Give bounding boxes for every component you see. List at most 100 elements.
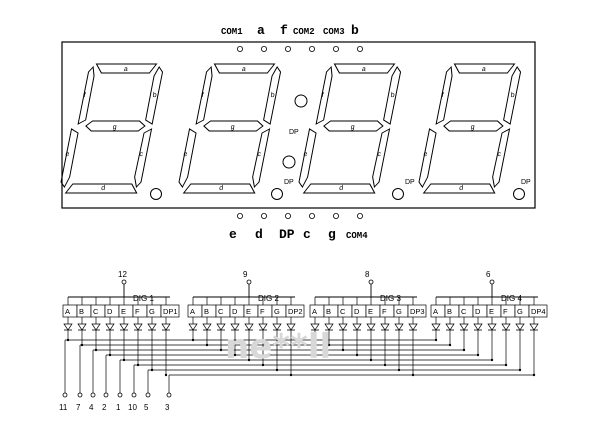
digit-3-column-label-5: F <box>382 307 387 316</box>
digit-2-diode-6 <box>272 323 282 331</box>
colon-upper-dot <box>294 94 308 108</box>
segment-d-outline <box>64 183 138 194</box>
bottom-pin-label-1: d <box>255 227 263 242</box>
segment-pin-number-0: 11 <box>59 403 68 412</box>
segment-label-d: d <box>219 185 224 192</box>
segment-c-outline <box>252 128 271 189</box>
digit-4-diode-5 <box>501 323 511 331</box>
digit-3-diode-0 <box>310 323 320 331</box>
digit-3-column-label-0: A <box>312 307 317 316</box>
segment-e-outline <box>298 128 317 188</box>
digit-2-column-label-5: F <box>260 307 265 316</box>
segment-label-f: f <box>83 92 86 99</box>
digit-1-common-pin: 12 <box>118 270 127 279</box>
bottom-pin-hole-2 <box>284 212 291 219</box>
watermark-text: ne**ll <box>225 327 331 367</box>
decimal-point-2 <box>271 188 283 200</box>
segment-b-outline <box>383 66 402 125</box>
segment-b-outline <box>145 66 164 125</box>
segment-label-c: c <box>497 151 502 158</box>
top-pin-hole-1 <box>260 46 267 53</box>
segment-label-e: e <box>303 151 308 158</box>
digit-2-diode-2 <box>216 323 226 331</box>
bottom-pin-label-2: DP <box>279 227 295 242</box>
segment-label-a: a <box>123 66 128 73</box>
top-pin-label-5: b <box>351 23 359 38</box>
junction-digit-1-seg-6 <box>150 368 154 372</box>
top-pin-hole-0 <box>236 46 243 53</box>
junction-digit-2-seg-1 <box>205 343 209 347</box>
digit-3-diode-7 <box>408 323 418 331</box>
segment-e-outline <box>178 128 197 188</box>
segment-label-e: e <box>423 151 428 158</box>
digit-4-diode-3 <box>473 323 483 331</box>
segment-pin-terminal-6 <box>145 392 151 398</box>
digit-2-common-pin: 9 <box>243 270 248 279</box>
segment-e-outline <box>60 128 79 188</box>
segment-label-f: f <box>201 92 204 99</box>
digit-2-column-label-6: G <box>274 307 280 316</box>
digit-2-column-label-2: C <box>218 307 224 316</box>
digit-1-column-label-4: E <box>121 307 126 316</box>
digit-2-diode-4 <box>244 323 254 331</box>
junction-digit-1-seg-4 <box>122 358 126 362</box>
digit-3-column-label-1: B <box>326 307 331 316</box>
digit-4-column-label-4: E <box>489 307 494 316</box>
digit-4-common-pin: 6 <box>486 270 491 279</box>
digit-4-column-label-3: D <box>475 307 481 316</box>
digit-2-name: DIG 2 <box>258 294 279 303</box>
digit-1-column-label-6: G <box>149 307 155 316</box>
top-pin-label-0: COM1 <box>221 27 243 37</box>
digit-1-diode-0 <box>63 323 73 331</box>
junction-digit-4-seg-1 <box>448 343 452 347</box>
bottom-pin-label-3: c <box>303 227 311 242</box>
digit-4-column-label-5: F <box>503 307 508 316</box>
bottom-pin-hole-3 <box>308 212 315 219</box>
segment-d-outline <box>422 183 496 194</box>
segment-d-outline <box>302 183 376 194</box>
junction-digit-3-seg-0 <box>313 338 317 342</box>
segment-f-outline <box>77 65 95 125</box>
top-pin-hole-2 <box>284 46 291 53</box>
digit-4-cell-7 <box>528 304 548 318</box>
dp-label-2: DP <box>284 179 294 186</box>
digit-2-diode-1 <box>202 323 212 331</box>
segment-label-c: c <box>139 151 144 158</box>
junction-digit-2-seg-4 <box>247 358 251 362</box>
digit-4-diode-4 <box>487 323 497 331</box>
junction-digit-2-seg-7 <box>289 373 293 377</box>
digit-1-diode-5 <box>133 323 143 331</box>
segment-label-d: d <box>459 185 464 192</box>
digit-2-common-terminal <box>246 279 252 285</box>
segment-g-outline <box>443 120 504 132</box>
segment-g-outline <box>323 120 384 132</box>
bottom-pin-hole-0 <box>236 212 243 219</box>
digit-3-column-label-3: D <box>354 307 360 316</box>
segment-a-outline <box>213 63 276 74</box>
top-pin-label-2: f <box>280 23 288 38</box>
segment-label-b: b <box>390 92 395 99</box>
junction-digit-2-seg-3 <box>233 353 237 357</box>
segment-label-e: e <box>183 151 188 158</box>
junction-digit-1-seg-5 <box>136 363 140 367</box>
digit-4-common-terminal <box>489 279 495 285</box>
segment-f-outline <box>195 65 213 125</box>
junction-digit-2-seg-2 <box>219 348 223 352</box>
bottom-pin-label-5: COM4 <box>346 231 368 241</box>
top-pin-hole-3 <box>308 46 315 53</box>
segment-label-f: f <box>321 92 324 99</box>
digit-1-column-label-5: F <box>135 307 140 316</box>
dp-label-0: DP <box>521 179 531 186</box>
segment-b-outline <box>503 66 522 125</box>
junction-digit-1-seg-2 <box>94 348 98 352</box>
digit-3-name: DIG 3 <box>380 294 401 303</box>
segment-g-outline <box>85 120 146 132</box>
segment-label-g: g <box>350 124 355 131</box>
segment-g-outline <box>203 120 264 132</box>
